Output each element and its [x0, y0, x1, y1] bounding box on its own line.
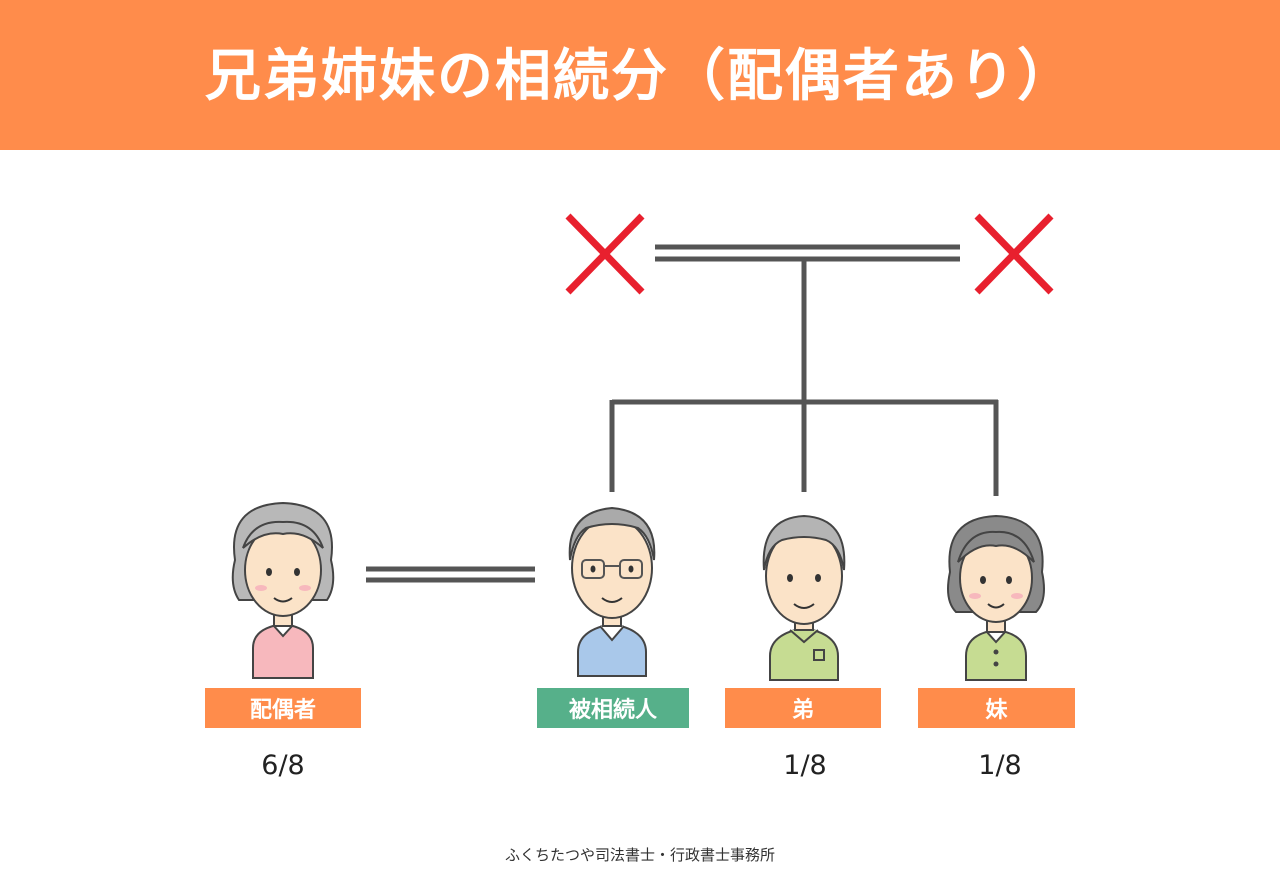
page-title: 兄弟姉妹の相続分（配偶者あり） — [205, 43, 1075, 109]
spouse-marriage-line — [366, 566, 535, 583]
spouse-share: 6/8 — [261, 750, 305, 781]
younger-brother-label: 弟 — [725, 688, 881, 728]
spouse-illustration — [231, 501, 335, 679]
deceased-illustration — [568, 506, 656, 677]
parents-marriage-line — [655, 244, 960, 262]
younger-sister-share: 1/8 — [978, 750, 1022, 781]
cross-mark-icon — [565, 213, 645, 295]
cross-mark-icon — [974, 213, 1054, 295]
footer-credit: ふくちたつや司法書士・行政書士事務所 — [504, 846, 775, 864]
younger-sister-illustration — [947, 514, 1045, 681]
younger-sister-label: 妹 — [918, 688, 1075, 728]
spouse-label: 配偶者 — [205, 688, 361, 728]
younger-brother-illustration — [762, 514, 846, 681]
header-banner — [0, 0, 1280, 150]
descent-lines — [609, 259, 999, 496]
younger-brother-share: 1/8 — [783, 750, 827, 781]
deceased-label: 被相続人 — [537, 688, 689, 728]
